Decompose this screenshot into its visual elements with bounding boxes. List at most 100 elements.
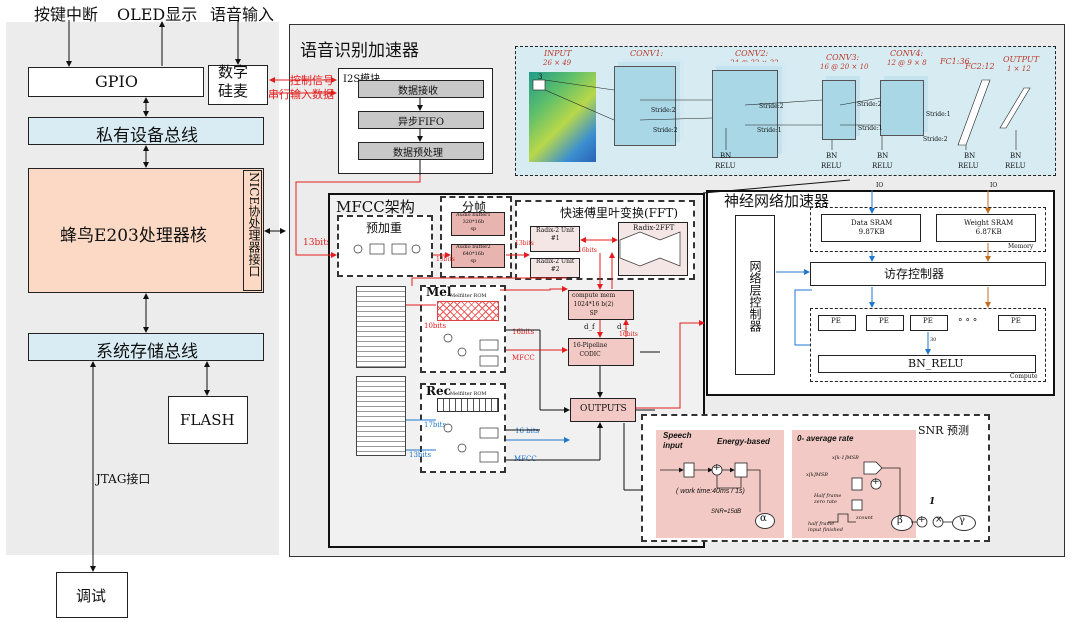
adder-symbol: + xyxy=(713,463,721,473)
mfcc-title: MFCC架构 xyxy=(336,198,415,216)
memory-label: Memory xyxy=(1008,243,1034,250)
adder-symbol: + xyxy=(872,477,880,487)
beta-label: β xyxy=(897,515,903,526)
audio-buffer-2-label: Audio buffer2 640*16b sp xyxy=(456,244,491,264)
cnn-kernel-size: 3 xyxy=(538,73,543,81)
pe-label: PE xyxy=(1011,317,1021,325)
preemphasis-label: 预加重 xyxy=(366,221,403,235)
core-label: 蜂鸟E203处理器核 xyxy=(60,226,207,246)
melfilter-rom-label: Melfilter ROM xyxy=(450,293,487,299)
outputs-label: OUTPUTS xyxy=(580,404,627,414)
private-bus xyxy=(28,117,264,145)
gamma-node xyxy=(952,515,976,531)
adder-symbol: + xyxy=(918,515,926,525)
i2s-receive xyxy=(358,80,484,98)
serial-data-label: 串行输入数据 xyxy=(268,88,334,101)
stride-label: Stride:2 xyxy=(759,103,784,110)
gamma-label: γ xyxy=(959,515,965,526)
conv2-feature-map xyxy=(712,70,778,158)
stride-label: Stride:2 xyxy=(653,127,678,134)
i2s-preprocess-label: 数据预处理 xyxy=(393,148,443,159)
data-sram-label: Data SRAM 9.87KB xyxy=(851,219,893,236)
system-bus-label: 系统存储总线 xyxy=(96,342,198,362)
pe-unit xyxy=(818,315,856,331)
cnn-conv2: CONV2: xyxy=(735,49,769,58)
work-time-label: ( work time:40ms / 1s) xyxy=(676,488,745,495)
data-sram xyxy=(821,214,921,242)
bits10-label: 10bits xyxy=(424,322,447,330)
compute-mem-label: compute mem 1024*16 b(2) SP xyxy=(572,292,616,317)
bn-label: BN xyxy=(964,152,976,160)
codic-block xyxy=(568,338,634,366)
df-label: d_f xyxy=(584,323,595,331)
bits13-label: 13bits xyxy=(515,240,534,247)
nice-interface-label: NICE协处理器接口 xyxy=(247,172,261,278)
fft-label: 快速傅里叶变换(FFT) xyxy=(560,206,679,220)
i2s-receive-label: 数据接收 xyxy=(398,86,438,97)
pe-ellipsis: ° ° ° xyxy=(958,318,978,328)
relu-label: RELU xyxy=(958,162,979,170)
flash-label: FLASH xyxy=(180,411,235,429)
one-label: 1 xyxy=(929,497,936,507)
pe-label: PE xyxy=(923,317,933,325)
snr-title: SNR 预测 xyxy=(918,424,969,437)
system-bus xyxy=(28,333,264,361)
i2s-preprocess xyxy=(358,142,484,160)
cnn-output-dim: 1 × 12 xyxy=(1007,65,1031,73)
stride-label: Stride:1 xyxy=(926,111,951,118)
mel-table xyxy=(356,286,406,368)
io-label: IO xyxy=(876,182,884,189)
snr15-label: SNR=15dB xyxy=(711,509,742,515)
cnn-output: OUTPUT xyxy=(1003,55,1039,64)
i2s-fifo xyxy=(358,111,484,129)
nice-interface xyxy=(243,170,262,291)
oled-label: OLED显示 xyxy=(117,5,198,24)
bits16-label: 16bits xyxy=(512,328,535,336)
alpha-label: α xyxy=(760,513,767,524)
pe-label: PE xyxy=(831,317,841,325)
melfilter-rom-label: Melfilter ROM xyxy=(450,391,487,397)
audio-buffer-1-label: Audio buffer1 320*16b sp xyxy=(456,212,491,232)
mic-label: 数字 硅麦 xyxy=(218,63,249,100)
weight-sram-label: Weight SRAM 6.87KB xyxy=(964,219,1014,236)
bits17-label: 17bits xyxy=(424,421,447,429)
compute-mem xyxy=(568,290,634,320)
mem-access-controller xyxy=(810,262,1046,286)
half-frame-finished-label: half frame input finished xyxy=(808,521,843,533)
stride-label: Stride:1 xyxy=(757,127,782,134)
relu-label: RELU xyxy=(872,162,893,170)
cnn-input-dim: 26 × 49 xyxy=(543,59,572,67)
radix2-fft-label: Radix-2FFT xyxy=(633,224,675,232)
alpha-node xyxy=(755,513,775,529)
io-label: IO xyxy=(990,182,998,189)
gpio-block xyxy=(28,67,204,97)
cnn-panel xyxy=(515,46,1056,176)
i2s-title: I2S模块 xyxy=(343,70,380,85)
cnn-conv4-dim: 12 @ 9 × 8 xyxy=(887,59,927,67)
mic-block xyxy=(208,65,268,105)
core-block xyxy=(28,168,264,293)
jtag-label: JTAG接口 xyxy=(96,472,151,486)
flash-block xyxy=(168,396,248,444)
cnn-conv3: CONV3: xyxy=(826,53,860,62)
conv3-feature-map xyxy=(822,80,856,140)
cnn-conv1-dim: 28 @ 24 × 24 xyxy=(622,59,671,67)
bits13-label: 13bits xyxy=(409,451,432,459)
bn-label: BN xyxy=(1010,152,1022,160)
di-label: d_i xyxy=(617,323,628,331)
i2s-fifo-label: 异步FIFO xyxy=(398,117,445,128)
mel-filter-rom xyxy=(437,301,499,321)
bn-relu-label: BN_RELU xyxy=(908,357,964,370)
cnn-conv1: CONV1: xyxy=(630,49,664,58)
debug-block xyxy=(56,572,128,618)
accelerator-title: 语音识别加速器 xyxy=(300,41,419,61)
compute-block xyxy=(810,308,1046,382)
layer-controller-label: 网络层控制器 xyxy=(748,260,762,332)
half-frame-label: Half frame zero rate xyxy=(814,493,842,505)
bits13-left-label: 13bits xyxy=(303,238,332,248)
bits16-label: 16bits xyxy=(578,247,597,254)
cnn-conv2-dim: 24 @ 22 × 22 xyxy=(730,59,779,67)
layer-controller xyxy=(735,215,775,375)
xk1-label: x[k-1]MSB xyxy=(832,455,859,461)
